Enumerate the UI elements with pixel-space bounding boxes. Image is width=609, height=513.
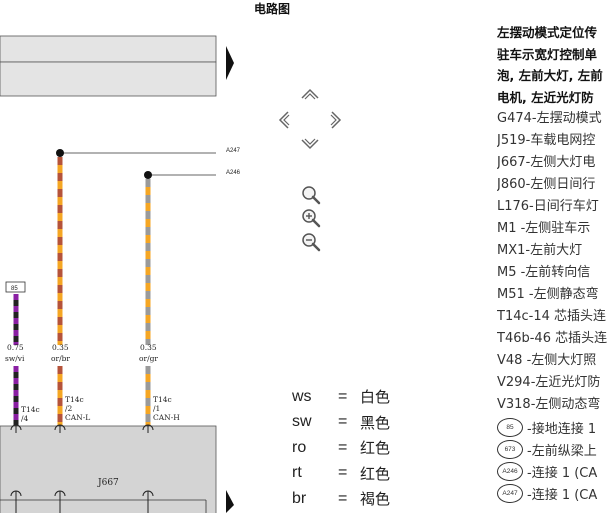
pan-down-icon[interactable] — [300, 138, 320, 150]
component-box — [0, 425, 217, 513]
legend-color-name: 白色 — [360, 388, 391, 407]
pin-number-label: /2 — [65, 404, 73, 413]
connection-label-a247: A247 — [226, 148, 241, 154]
next-page-arrow[interactable] — [226, 46, 234, 80]
connection-text: -接地连接 1 — [527, 421, 597, 437]
page-title: 电路图 — [254, 2, 291, 16]
component-description-panel: 左摆动模式定位传 驻车示宽灯控制单 泡, 左前大灯, 左前 电机, 左近光灯防 … — [497, 22, 609, 513]
pin-number-label: /4 — [21, 414, 29, 423]
component-list-item[interactable]: J667-左侧大灯电 — [497, 155, 596, 170]
legend-code: ro — [292, 438, 307, 456]
pan-controls — [278, 88, 342, 152]
pin-connector-label: T14c — [21, 405, 40, 414]
pin-connector-label: T14c — [65, 395, 84, 404]
component-list-item[interactable]: M1 -左侧驻车示 — [497, 221, 591, 236]
wire-color-label: sw/vi — [5, 354, 25, 363]
legend-row: ro = 红色 — [292, 435, 400, 461]
connection-badge: 673 — [497, 439, 523, 459]
component-list-item[interactable]: V48 -左侧大灯照 — [497, 353, 597, 368]
connection-text: -连接 1 (CA — [527, 487, 598, 503]
legend-equals: = — [338, 464, 348, 482]
legend-equals: = — [338, 438, 348, 456]
circuit-diagram: A247 A246 85 0.75 sw/vi 0.35 or/br 0.35 … — [0, 35, 241, 513]
wire-size-label: 0.35 — [52, 343, 69, 352]
description-heading-line: 左摆动模式定位传 — [497, 25, 598, 40]
pan-left-icon[interactable] — [278, 110, 290, 130]
component-list-item[interactable]: L176-日间行车灯 — [497, 199, 599, 214]
component-list-item[interactable]: J860-左侧日间行 — [497, 177, 596, 192]
component-list-item[interactable]: T14c-14 芯插头连 — [497, 309, 606, 324]
pan-up-icon[interactable] — [300, 88, 320, 100]
pin-signal-label: CAN-H — [153, 413, 180, 422]
legend-equals: = — [338, 489, 348, 507]
component-list-item[interactable]: M5 -左前转向信 — [497, 265, 591, 280]
connection-text: -左前纵梁上 — [527, 443, 597, 459]
legend-row: ws = 白色 — [292, 384, 400, 410]
wire-color-label: or/br — [51, 354, 70, 363]
component-list-item[interactable]: J519-车载电网控 — [497, 133, 596, 148]
connection-text: -连接 1 (CA — [527, 465, 598, 481]
wire-size-label: 0.35 — [140, 343, 157, 352]
legend-equals: = — [338, 387, 348, 405]
connection-badge: A247 — [497, 483, 523, 503]
connection-label-a246: A246 — [226, 170, 241, 176]
legend-row: rt = 红色 — [292, 461, 400, 487]
pin-signal-label: CAN-L — [65, 413, 90, 422]
component-list-item[interactable]: V294-左近光灯防 — [497, 375, 601, 390]
legend-code: rt — [292, 464, 302, 482]
connection-list-item[interactable]: A247 -连接 1 (CA — [497, 482, 609, 504]
description-heading-line: 泡, 左前大灯, 左前 — [497, 68, 603, 83]
connection-list-item[interactable]: A246 -连接 1 (CA — [497, 460, 609, 482]
ground-tag-label: 85 — [11, 286, 18, 292]
connection-list-item[interactable]: 673 -左前纵梁上 — [497, 438, 609, 460]
wire-color-label: or/gr — [139, 354, 158, 363]
diagram-band-top — [0, 35, 217, 63]
component-list-item[interactable]: G474-左摆动模式 — [497, 111, 602, 126]
ground-tag-box — [5, 281, 26, 293]
legend-color-name: 红色 — [360, 439, 391, 458]
component-list-item[interactable]: T46b-46 芯插头连 — [497, 331, 608, 346]
component-label: J667 — [97, 478, 119, 488]
connection-list-item[interactable]: 85 -接地连接 1 — [497, 416, 609, 438]
legend-code: br — [292, 489, 307, 507]
component-list-item[interactable]: V318-左侧动态弯 — [497, 397, 601, 412]
legend-color-name: 红色 — [360, 464, 391, 483]
legend-color-name: 黑色 — [360, 413, 391, 432]
wire-color-legend: ws = 白色 sw = 黑色 ro = 红色 rt = 红色 br = 褐色 — [292, 384, 400, 512]
legend-code: ws — [292, 387, 312, 405]
zoom-out-icon[interactable] — [300, 231, 322, 253]
magnifier-icon[interactable] — [300, 184, 322, 206]
pan-right-icon[interactable] — [330, 110, 342, 130]
legend-row: sw = 黑色 — [292, 410, 400, 436]
component-list-item[interactable]: MX1-左前大灯 — [497, 243, 583, 258]
pin-number-label: /1 — [153, 404, 160, 413]
pin-connector-label: T14c — [153, 395, 172, 404]
junction-dot — [144, 171, 152, 179]
legend-row: br = 褐色 — [292, 486, 400, 512]
legend-equals: = — [338, 413, 348, 431]
description-heading-line: 驻车示宽灯控制单 — [497, 46, 598, 62]
connection-badge: A246 — [497, 461, 523, 481]
component-list-item[interactable]: M51 -左侧静态弯 — [497, 287, 599, 302]
connection-badge: 85 — [497, 417, 523, 437]
next-page-arrow-bottom[interactable] — [226, 490, 234, 513]
diagram-band-second — [0, 61, 217, 97]
zoom-in-icon[interactable] — [300, 207, 322, 229]
wire-size-label: 0.75 — [7, 343, 24, 352]
legend-code: sw — [292, 413, 312, 431]
legend-color-name: 褐色 — [360, 490, 391, 509]
junction-dot — [56, 149, 64, 157]
description-heading-line: 电机, 左近光灯防 — [497, 89, 594, 105]
